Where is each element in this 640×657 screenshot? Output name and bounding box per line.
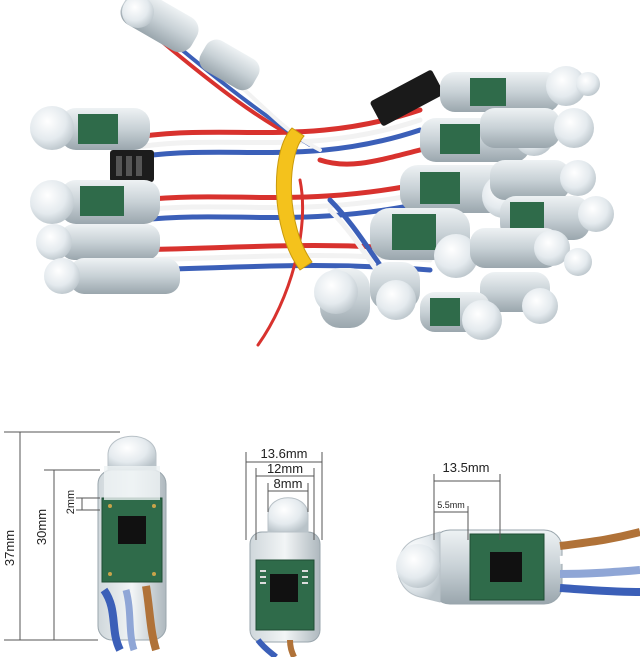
cable-tie: [275, 127, 313, 271]
led-modules-left: [30, 0, 260, 294]
front-width-outer-label: 13.6mm: [261, 446, 308, 461]
side-led-offset-label: 2mm: [65, 490, 77, 514]
front-view-diagram: 13.6mm 12mm 8mm: [245, 446, 323, 657]
side-height-total-label: 37mm: [2, 530, 17, 566]
connector-pins: [116, 156, 142, 176]
lying-length-label: 13.5mm: [443, 460, 490, 475]
led-bundle-photo: [30, 0, 614, 347]
front-width-led-label: 8mm: [274, 476, 303, 491]
connector-black-top: [370, 70, 444, 126]
side-view-diagram: 37mm 30mm 2mm: [2, 431, 167, 652]
lying-view-diagram: 13.5mm 5.5mm: [396, 460, 640, 605]
led-modules-right: [314, 66, 614, 340]
front-width-mid-label: 12mm: [267, 461, 303, 476]
lying-led-length-label: 5.5mm: [437, 500, 465, 510]
side-height-body-label: 30mm: [34, 509, 49, 545]
